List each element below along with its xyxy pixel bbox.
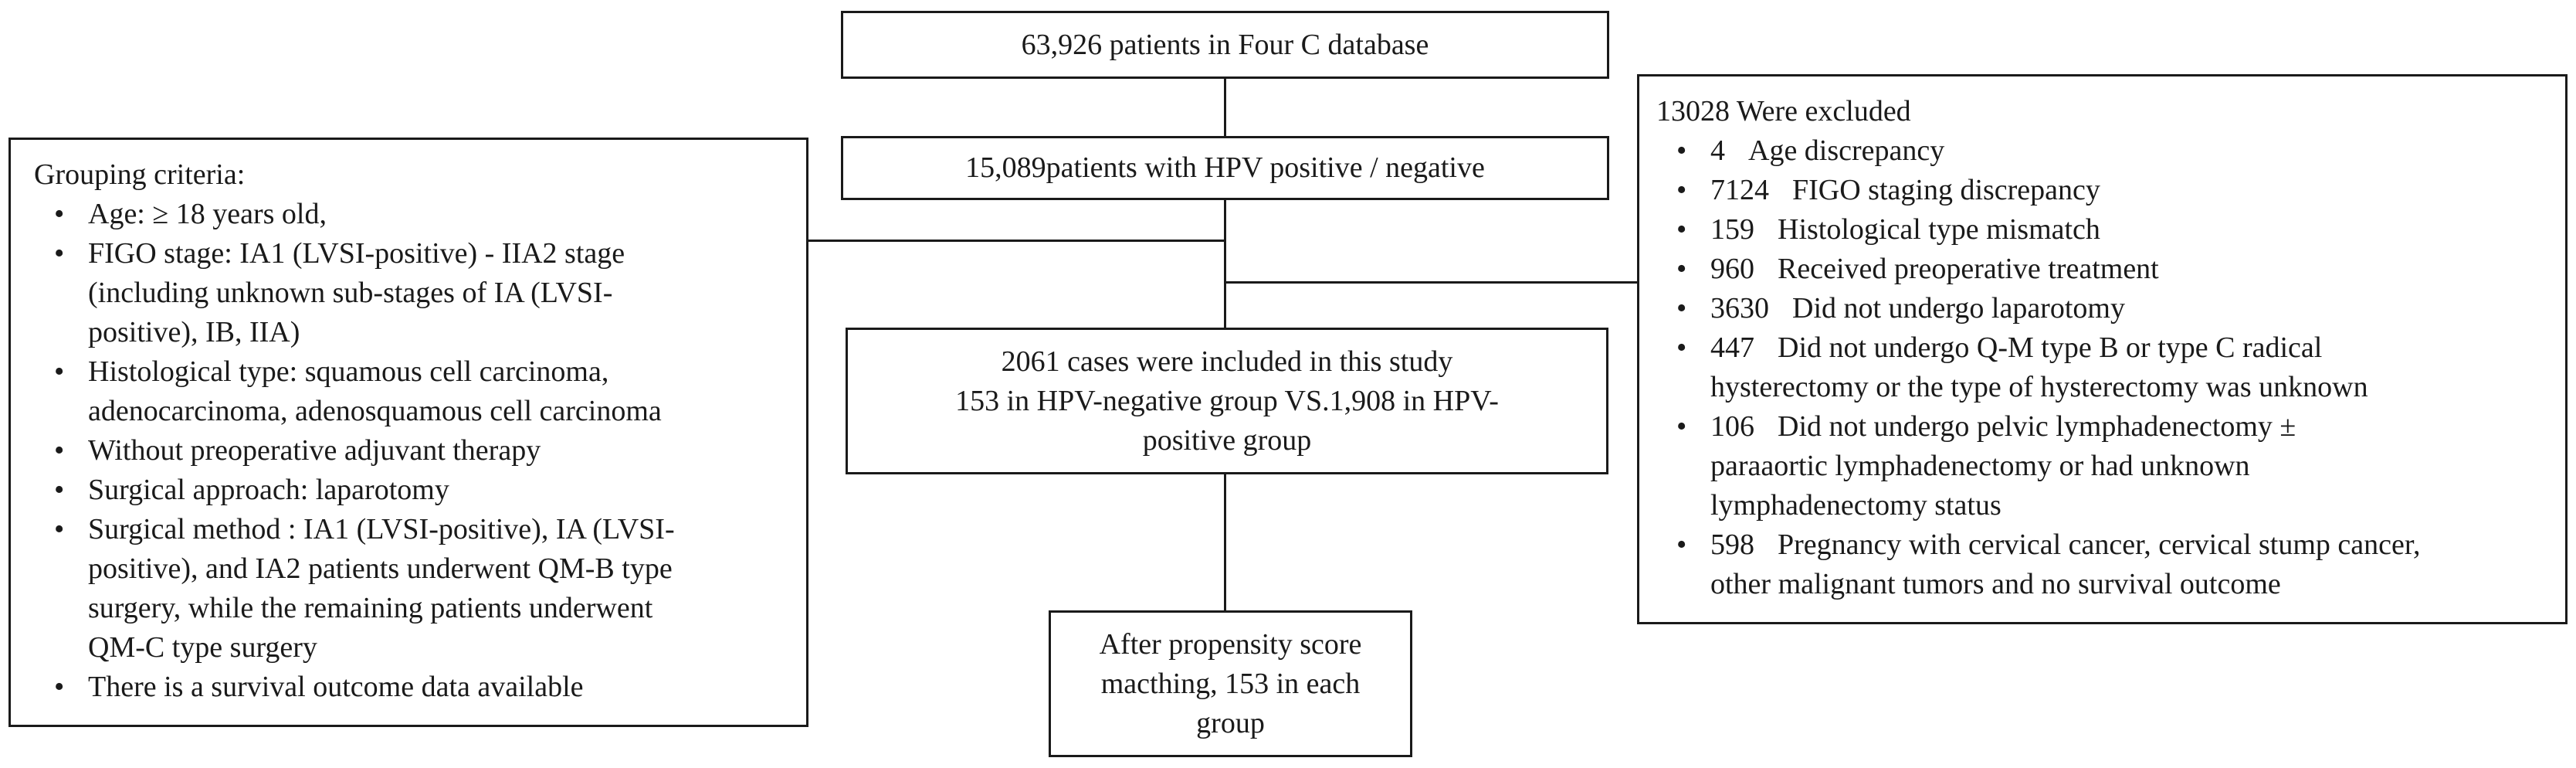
connector-hpv-to-included: [1224, 199, 1226, 328]
bullet-icon: •: [1676, 134, 1687, 167]
psm-line-2: macthing, 153 in each: [1100, 667, 1361, 700]
grouping-list: • Age: ≥ 18 years old, • FIGO stage: IA1 (L…: [34, 195, 806, 707]
grouping-item-line: positive), IB, IIA): [88, 316, 300, 348]
grouping-item-line: Without preoperative adjuvant therapy: [88, 434, 541, 467]
grouping-item-line: Surgical method : IA1 (LVSI-positive), I…: [88, 513, 675, 545]
grouping-item: • Without preoperative adjuvant therapy: [34, 431, 806, 471]
grouping-item-line: Surgical approach: laparotomy: [88, 474, 449, 506]
bullet-icon: •: [54, 198, 65, 230]
psm-line-3: group: [1196, 706, 1265, 739]
database-box: 63,926 patients in Four C database: [841, 11, 1609, 79]
grouping-item: • Surgical method : IA1 (LVSI-positive), …: [34, 510, 806, 668]
excluded-reason: Histological type mismatch: [1778, 213, 2100, 246]
excluded-reason: paraaortic lymphadenectomy or had unknow…: [1710, 450, 2250, 482]
excluded-title: 13028 Were excluded: [1656, 95, 1911, 127]
excluded-item-line: paraaortic lymphadenectomy or had unknow…: [1710, 447, 2565, 486]
grouping-item-line: adenocarcinoma, adenosquamous cell carci…: [88, 395, 662, 427]
database-text: 63,926 patients in Four C database: [1021, 28, 1429, 61]
excluded-reason: other malignant tumors and no survival o…: [1710, 568, 2281, 600]
excluded-reason: lymphadenectomy status: [1710, 489, 2001, 522]
excluded-count: 960: [1710, 253, 1754, 285]
excluded-item-line: 598 Pregnancy with cervical cancer, cervi…: [1710, 525, 2565, 565]
included-line-3: positive group: [1142, 423, 1312, 457]
excluded-count: 3630: [1710, 292, 1769, 325]
excluded-item-line: 7124 FIGO staging discrepancy: [1710, 171, 2565, 210]
excluded-item-line: other malignant tumors and no survival o…: [1710, 565, 2565, 604]
bullet-icon: •: [54, 513, 65, 545]
included-line-1: 2061 cases were included in this study: [1001, 345, 1453, 378]
excluded-item: • 106 Did not undergo pelvic lymphadenecto…: [1656, 407, 2565, 525]
excluded-item: • 447 Did not undergo Q-M type B or type C…: [1656, 328, 2565, 407]
grouping-item: • There is a survival outcome data availa…: [34, 668, 806, 707]
bullet-icon: •: [1676, 292, 1687, 325]
bullet-icon: •: [54, 434, 65, 467]
grouping-item-line: (including unknown sub-stages of IA (LVS…: [88, 277, 613, 309]
grouping-item-line: Histological type: squamous cell carcino…: [88, 355, 609, 388]
bullet-icon: •: [54, 671, 65, 703]
grouping-criteria-box: Grouping criteria: • Age: ≥ 18 years old,…: [8, 138, 808, 727]
excluded-item-line: 106 Did not undergo pelvic lymphadenectom…: [1710, 407, 2565, 447]
bullet-icon: •: [1676, 331, 1687, 364]
grouping-item-line: Age: ≥ 18 years old,: [88, 198, 327, 230]
psm-line-1: After propensity score: [1099, 627, 1362, 661]
grouping-item-line: surgery, while the remaining patients un…: [88, 592, 653, 624]
excluded-count: 7124: [1710, 174, 1769, 206]
excluded-count: 447: [1710, 331, 1754, 364]
grouping-item-line: QM-C type surgery: [88, 631, 317, 664]
excluded-count: 4: [1710, 134, 1725, 167]
grouping-item: • Histological type: squamous cell carcin…: [34, 352, 806, 431]
excluded-reason: hysterectomy or the type of hysterectomy…: [1710, 371, 2368, 403]
included-line-2: 153 in HPV-negative group VS.1,908 in HP…: [955, 384, 1499, 417]
excluded-reason: FIGO staging discrepancy: [1792, 174, 2100, 206]
excluded-item: • 159 Histological type mismatch: [1656, 210, 2565, 250]
included-box: 2061 cases were included in this study 1…: [846, 328, 1608, 474]
excluded-reason: Did not undergo Q-M type B or type C rad…: [1778, 331, 2323, 364]
bullet-icon: •: [54, 355, 65, 388]
excluded-item: • 598 Pregnancy with cervical cancer, cerv…: [1656, 525, 2565, 604]
excluded-box: 13028 Were excluded • 4 Age discrepancy • 71…: [1637, 74, 2568, 624]
excluded-item-line: 447 Did not undergo Q-M type B or type C …: [1710, 328, 2565, 368]
grouping-item: • Surgical approach: laparotomy: [34, 471, 806, 510]
bullet-icon: •: [54, 474, 65, 506]
bullet-icon: •: [1676, 174, 1687, 206]
excluded-reason: Age discrepancy: [1748, 134, 1945, 167]
excluded-reason: Pregnancy with cervical cancer, cervical…: [1778, 528, 2421, 561]
excluded-item: • 7124 FIGO staging discrepancy: [1656, 171, 2565, 210]
excluded-item: • 4 Age discrepancy: [1656, 131, 2565, 171]
bullet-icon: •: [1676, 253, 1687, 285]
bullet-icon: •: [1676, 213, 1687, 246]
excluded-count: 598: [1710, 528, 1754, 561]
bullet-icon: •: [1676, 528, 1687, 561]
grouping-item: • Age: ≥ 18 years old,: [34, 195, 806, 234]
psm-box: After propensity score macthing, 153 in …: [1049, 610, 1412, 757]
connector-to-grouping: [807, 240, 1225, 242]
grouping-title: Grouping criteria:: [34, 158, 246, 191]
connector-to-excluded: [1224, 281, 1639, 284]
excluded-item-line: hysterectomy or the type of hysterectomy…: [1710, 368, 2565, 407]
excluded-list: • 4 Age discrepancy • 7124 FIGO staging discr…: [1656, 131, 2565, 604]
bullet-icon: •: [54, 237, 65, 270]
excluded-item-line: lymphadenectomy status: [1710, 486, 2565, 525]
excluded-reason: Received preoperative treatment: [1778, 253, 2159, 285]
excluded-item-line: 159 Histological type mismatch: [1710, 210, 2565, 250]
excluded-item-line: 4 Age discrepancy: [1710, 131, 2565, 171]
connector-included-to-psm: [1224, 473, 1226, 612]
grouping-item-line: FIGO stage: IA1 (LVSI-positive) - IIA2 s…: [88, 237, 625, 270]
connector-database-to-hpv: [1224, 77, 1226, 137]
hpv-status-box: 15,089patients with HPV positive / negat…: [841, 136, 1609, 200]
hpv-status-text: 15,089patients with HPV positive / negat…: [965, 151, 1485, 184]
grouping-item-line: There is a survival outcome data availab…: [88, 671, 584, 703]
excluded-item: • 3630 Did not undergo laparotomy: [1656, 289, 2565, 328]
excluded-count: 159: [1710, 213, 1754, 246]
grouping-item-line: positive), and IA2 patients underwent QM…: [88, 552, 673, 585]
bullet-icon: •: [1676, 410, 1687, 443]
excluded-reason: Did not undergo pelvic lymphadenectomy ±: [1778, 410, 2296, 443]
excluded-item-line: 960 Received preoperative treatment: [1710, 250, 2565, 289]
excluded-reason: Did not undergo laparotomy: [1792, 292, 2125, 325]
excluded-count: 106: [1710, 410, 1754, 443]
excluded-item-line: 3630 Did not undergo laparotomy: [1710, 289, 2565, 328]
grouping-item: • FIGO stage: IA1 (LVSI-positive) - IIA2 …: [34, 234, 806, 352]
excluded-item: • 960 Received preoperative treatment: [1656, 250, 2565, 289]
